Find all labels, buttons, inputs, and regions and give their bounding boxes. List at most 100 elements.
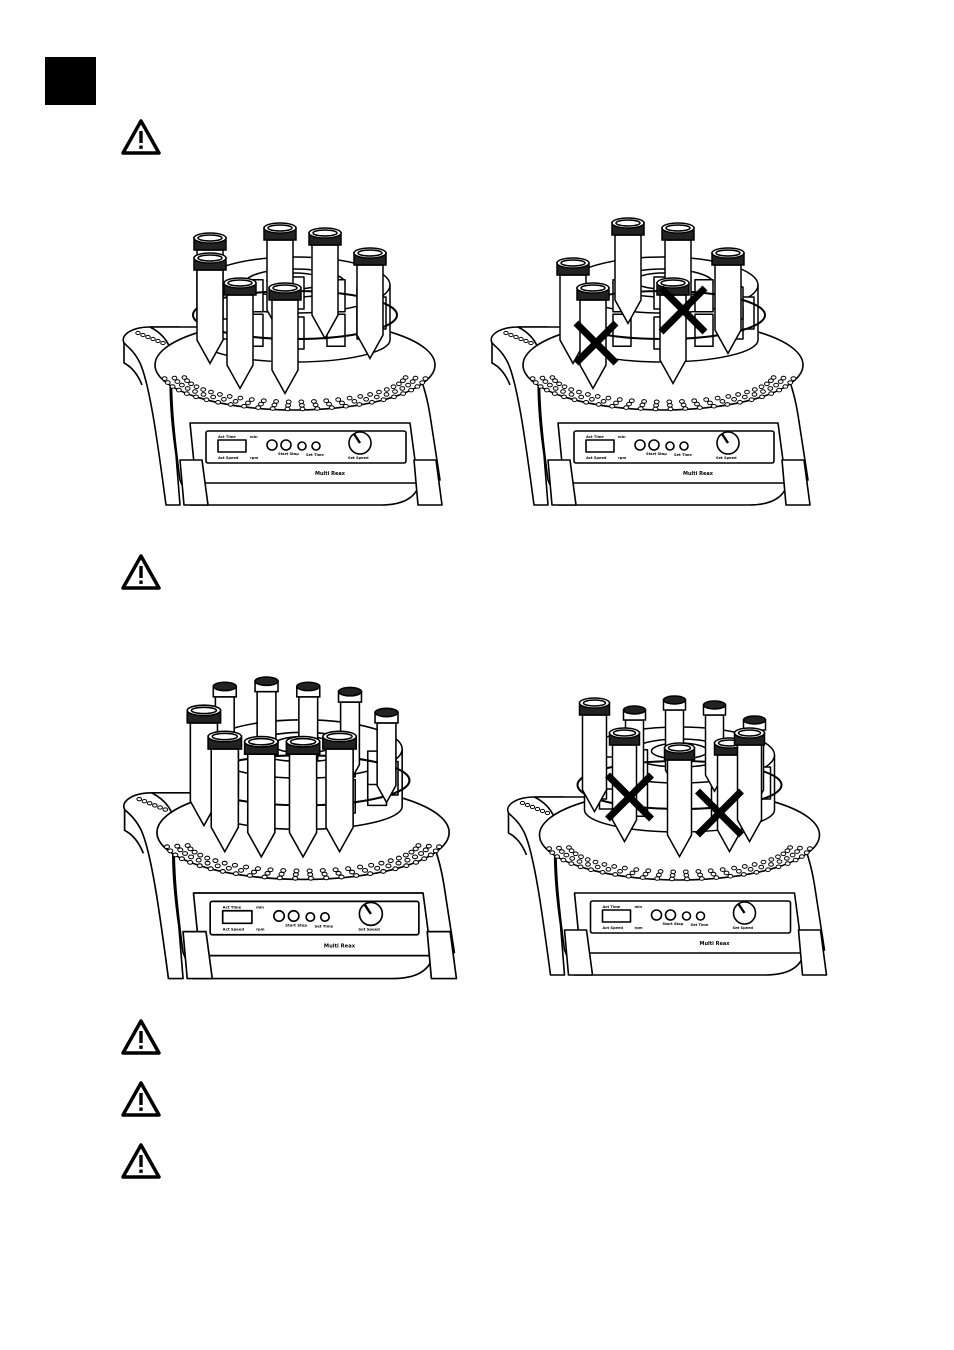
tube (711, 247, 745, 355)
control-panel (589, 900, 792, 934)
tube (733, 727, 766, 844)
start-stop-button (664, 909, 677, 921)
front-left-foot (547, 459, 577, 506)
tube (207, 730, 243, 854)
stop-button (272, 909, 286, 923)
tubes (186, 676, 399, 859)
tube (374, 707, 399, 805)
warning-triangle-icon (121, 1019, 161, 1055)
tube (285, 735, 321, 859)
tube (663, 742, 696, 859)
incorrect-mark-cross (605, 772, 654, 822)
front-right-foot (426, 930, 458, 980)
incorrect-mark-cross (658, 285, 708, 335)
start-stop-button (280, 439, 292, 451)
panel-label-act-time: Act Time (586, 435, 604, 439)
control-panel (209, 900, 420, 936)
panel-label-unit-rpm: rpm (635, 926, 643, 930)
warning-triangle-icon (121, 119, 161, 155)
panel-label-act-time: Act Time (603, 905, 621, 909)
speed-knob (732, 901, 757, 925)
set-time-up-button (319, 912, 330, 923)
panel-label-unit-rpm: rpm (250, 456, 258, 460)
panel-label-act-time: Act Time (223, 906, 242, 910)
perforation-holes (135, 330, 429, 412)
front-left-foot (563, 929, 594, 976)
warning-triangle-icon (121, 554, 161, 590)
set-time-down-button (681, 911, 692, 921)
set-time-up-button (311, 441, 321, 451)
incorrect-mark-cross (573, 320, 619, 366)
perforation-holes (503, 330, 797, 412)
tube (611, 217, 645, 325)
panel-label-set-speed: Set Speed (716, 456, 737, 460)
set-time-down-button (305, 912, 316, 923)
panel-label-start-stop: Start Stop (285, 923, 307, 927)
panel-label-set-speed: Set Speed (358, 928, 380, 932)
panel-label-start-stop: Start Stop (278, 452, 299, 456)
tubes (556, 217, 745, 390)
time-speed-display (217, 439, 247, 453)
warning-triangle-icon (121, 1081, 161, 1117)
panel-label-act-speed: Act Speed (603, 926, 624, 930)
panel-label-start-stop: Start Stop (646, 452, 667, 456)
set-time-down-button (297, 441, 307, 451)
panel-label-unit-rpm: rpm (618, 456, 626, 460)
tube (193, 252, 227, 365)
panel-label-brand: Multi Reax (324, 943, 356, 949)
panel-label-start-stop: Start Stop (663, 922, 684, 926)
time-speed-display (585, 439, 615, 453)
warning-triangle-icon (121, 1143, 161, 1179)
front-right-foot (413, 459, 443, 506)
perforation-holes (136, 796, 443, 881)
start-stop-button (648, 439, 660, 451)
panel-label-set-time: Set Time (315, 924, 334, 928)
control-panel (573, 430, 775, 464)
speed-knob (358, 901, 384, 927)
tube (578, 697, 611, 814)
tube (223, 277, 257, 390)
stop-button (634, 439, 646, 451)
panel-label-act-speed: Act Speed (223, 928, 245, 932)
panel-label-set-time: Set Time (306, 453, 324, 457)
panel-label-unit-min: min (618, 435, 626, 439)
stop-button (266, 439, 278, 451)
tube (308, 227, 342, 340)
panel-label-brand: Multi Reax (683, 471, 714, 477)
front-right-foot (797, 929, 828, 976)
time-speed-display (221, 909, 253, 925)
incorrect-mark-cross (695, 788, 744, 838)
time-speed-display (601, 909, 632, 923)
set-time-up-button (695, 911, 706, 921)
tubes (193, 222, 387, 395)
panel-label-brand: Multi Reax (315, 471, 346, 477)
tube (243, 735, 279, 859)
stop-button (650, 909, 663, 921)
set-time-up-button (679, 441, 689, 451)
tube (322, 730, 358, 854)
panel-label-unit-min: min (250, 435, 258, 439)
tube (268, 282, 302, 395)
control-panel (205, 430, 407, 464)
panel-label-act-speed: Act Speed (586, 456, 607, 460)
tube (353, 247, 387, 360)
panel-label-unit-min: min (256, 906, 264, 910)
speed-knob (716, 431, 740, 455)
panel-label-brand: Multi Reax (700, 941, 731, 947)
start-stop-button (287, 909, 300, 923)
panel-label-act-speed: Act Speed (218, 456, 239, 460)
perforation-holes (519, 800, 813, 882)
panel-label-set-time: Set Time (691, 923, 709, 927)
panel-label-unit-min: min (635, 905, 643, 909)
panel-label-act-time: Act Time (218, 435, 236, 439)
section-tab-marker (45, 57, 96, 105)
panel-label-set-speed: Set Speed (348, 456, 369, 460)
speed-knob (348, 431, 372, 455)
front-left-foot (179, 459, 209, 506)
set-time-down-button (665, 441, 675, 451)
panel-label-set-speed: Set Speed (733, 926, 754, 930)
